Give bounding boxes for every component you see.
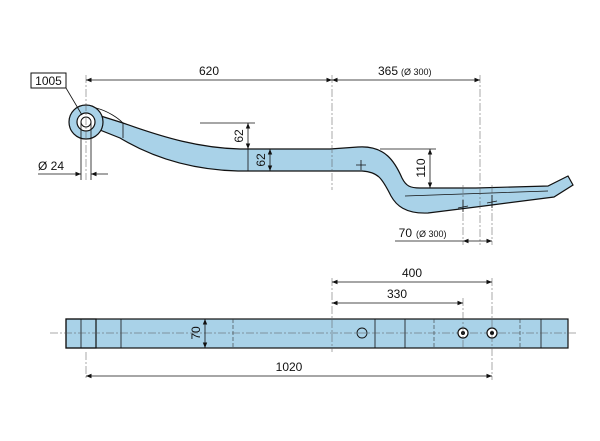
dim-label-1020: 1020 — [276, 360, 303, 374]
bolt-hole-2-core — [490, 331, 494, 335]
bolt-mark-side-1 — [457, 200, 469, 212]
dim-label-620: 620 — [199, 64, 219, 78]
center-bolt-mark — [356, 160, 366, 170]
dim-label-70-side: 70 — [399, 226, 413, 240]
dim-label-400: 400 — [402, 266, 422, 280]
dim-label-365: 365 — [378, 64, 398, 78]
dim-label-330: 330 — [387, 287, 407, 301]
dim-label-110: 110 — [414, 158, 428, 177]
eye-wrap-line — [95, 107, 124, 124]
top-view: 400 330 70 1020 — [50, 266, 578, 380]
dim-label-365-radius: (Ø 300) — [401, 67, 432, 77]
side-view: 620 365 (Ø 300) 62 62 110 Ø 24 70 (Ø 300… — [30, 64, 574, 245]
dim-label-70-side-radius: (Ø 300) — [416, 229, 447, 239]
dim-label-62-upper: 62 — [232, 129, 246, 143]
center-bolt-hole — [356, 327, 368, 339]
part-number-label: 1005 — [35, 74, 62, 88]
part-number-leader — [65, 87, 83, 116]
dim-label-70-top: 70 — [189, 326, 203, 340]
bolt-mark-side-2 — [486, 195, 498, 208]
dim-label-24: Ø 24 — [38, 159, 64, 173]
bolt-hole-centerlines — [85, 278, 493, 380]
top-view-hidden-lines — [232, 319, 521, 348]
leaf-spring-inner-edge — [122, 123, 549, 197]
leaf-spring-side-profile — [86, 111, 574, 214]
part-number-box — [30, 72, 67, 89]
dim-label-62-lower: 62 — [254, 153, 268, 167]
top-view-division-lines — [80, 319, 542, 348]
